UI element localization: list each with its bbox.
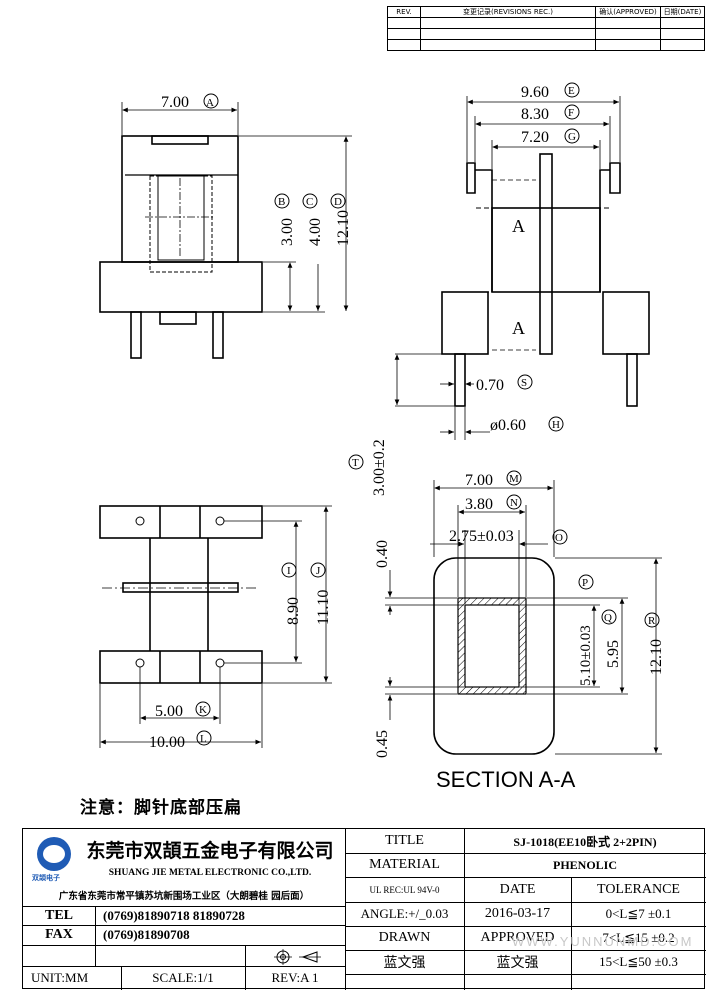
unit: UNIT:MM	[31, 970, 89, 985]
tel-label: TEL	[44, 907, 73, 923]
dim-a-label	[203, 93, 219, 109]
dim-r-value: 12.10	[648, 639, 665, 675]
dim-a-value: 7.00	[161, 94, 189, 111]
svg-text:L: L	[200, 733, 207, 745]
top-view	[99, 505, 263, 684]
dims-bcd	[239, 135, 352, 313]
ul-rec: UL REC:UL 94V-0	[369, 884, 440, 895]
svg-text:H: H	[552, 419, 560, 431]
title-value: SJ-1018(EE10卧式 2+2PIN)	[513, 834, 657, 849]
approved-by: 蓝文强	[496, 955, 539, 971]
dim-k-value: 5.00	[155, 703, 183, 720]
approved-label: APPROVED	[480, 930, 555, 945]
rev: REV:A 1	[271, 970, 319, 985]
section-title: SECTION A-A	[436, 767, 576, 792]
svg-text:Q: Q	[604, 612, 612, 624]
dim-q-value: 5.95	[605, 640, 622, 668]
watermark: WWW.YUNNUNMD.COM	[512, 934, 694, 949]
svg-text:E: E	[568, 85, 575, 97]
dim-g-value: 7.20	[521, 129, 549, 146]
dim-s-value: 0.70	[476, 377, 504, 394]
svg-text:S: S	[521, 377, 527, 389]
dims-sht	[394, 353, 490, 440]
title-block: 双頡电子 东莞市双頡五金电子有限公司 SHUANG JIE METAL ELEC…	[22, 828, 706, 990]
dim-l-value: 10.00	[149, 734, 185, 751]
dim-d-value: 12.10	[335, 210, 352, 246]
note: 注意：脚针底部压扁	[80, 798, 242, 818]
svg-text:A: A	[206, 97, 214, 109]
svg-text:G: G	[568, 131, 576, 143]
tel-value: (0769)81890718 81890728	[103, 907, 245, 923]
section-mark-lower: A	[512, 318, 525, 338]
company-name-en: SHUANG JIE METAL ELECTRONIC CO.,LTD.	[108, 868, 312, 878]
fax-label: FAX	[45, 927, 73, 942]
drawn-by: 蓝文强	[383, 955, 426, 971]
tolerance-1: 0<L≦7 ±0.1	[605, 906, 672, 921]
scale: SCALE:1/1	[152, 970, 214, 985]
dims-efg	[466, 96, 621, 169]
svg-text:B: B	[278, 196, 285, 208]
angle: ANGLE:+/_0.03	[360, 906, 449, 921]
svg-text:D: D	[334, 196, 342, 208]
dim-h-symbol: ø	[490, 417, 498, 434]
dim-o-value: 2.75±0.03	[449, 528, 514, 545]
projection-symbol-icon	[274, 949, 321, 965]
svg-text:J: J	[316, 565, 321, 577]
front-view	[99, 135, 263, 359]
revision-table: REV. 变更记录(REVISIONS REC.) 确认(APPROVED) 日…	[387, 6, 705, 51]
company-address: 广东省东莞市常平镇苏坑新围场工业区（大朗碧桂 园后面）	[58, 891, 310, 902]
company-name-cn: 东莞市双頡五金电子有限公司	[86, 839, 334, 862]
dim-bottom-value: 0.45	[374, 730, 391, 758]
section-mark-upper: A	[512, 216, 525, 236]
side-view	[441, 153, 650, 407]
svg-text:M: M	[509, 473, 519, 485]
dim-b-value: 3.00	[279, 218, 296, 246]
material-value: PHENOLIC	[552, 857, 617, 872]
dim-e-value: 9.60	[521, 84, 549, 101]
date-label: DATE	[499, 881, 536, 897]
material-label: MATERIAL	[369, 857, 440, 872]
dims-ijkl	[99, 505, 332, 748]
dims-mnopqr	[385, 480, 662, 755]
svg-text:C: C	[306, 196, 313, 208]
dim-i-value: 8.90	[285, 597, 302, 625]
drawn-label: DRAWN	[378, 930, 431, 945]
fax-value: (0769)81890708	[103, 927, 190, 942]
dim-j-value: 11.10	[315, 590, 332, 625]
svg-text:F: F	[568, 107, 574, 119]
date-value: 2016-03-17	[484, 906, 551, 921]
company-logo-text: 双頡电子	[32, 874, 60, 882]
section-view	[433, 557, 555, 755]
svg-text:O: O	[555, 532, 563, 544]
dim-h-value: 0.60	[498, 417, 526, 434]
svg-text:N: N	[510, 497, 518, 509]
dim-m-value: 7.00	[465, 472, 493, 489]
tolerance-2: 7<L≦15 ±0.2	[602, 930, 675, 945]
svg-text:T: T	[352, 457, 359, 469]
svg-text:I: I	[287, 565, 291, 577]
tolerance-3: 15<L≦50 ±0.3	[599, 954, 678, 969]
dim-c-value: 4.00	[307, 218, 324, 246]
dim-t-value: 3.00±0.2	[371, 439, 388, 496]
title-label: TITLE	[385, 833, 424, 848]
dim-f-value: 8.30	[521, 106, 549, 123]
svg-text:ø0.60: ø0.60	[490, 417, 526, 434]
dim-n-value: 3.80	[465, 496, 493, 513]
svg-text:R: R	[648, 615, 656, 627]
dim-a	[121, 102, 239, 135]
tolerance-label: TOLERANCE	[597, 881, 680, 897]
svg-text:K: K	[199, 704, 207, 716]
svg-text:P: P	[582, 577, 588, 589]
dim-q-inner-value: 5.10±0.03	[578, 625, 594, 686]
dim-p-value: 0.40	[374, 540, 391, 568]
